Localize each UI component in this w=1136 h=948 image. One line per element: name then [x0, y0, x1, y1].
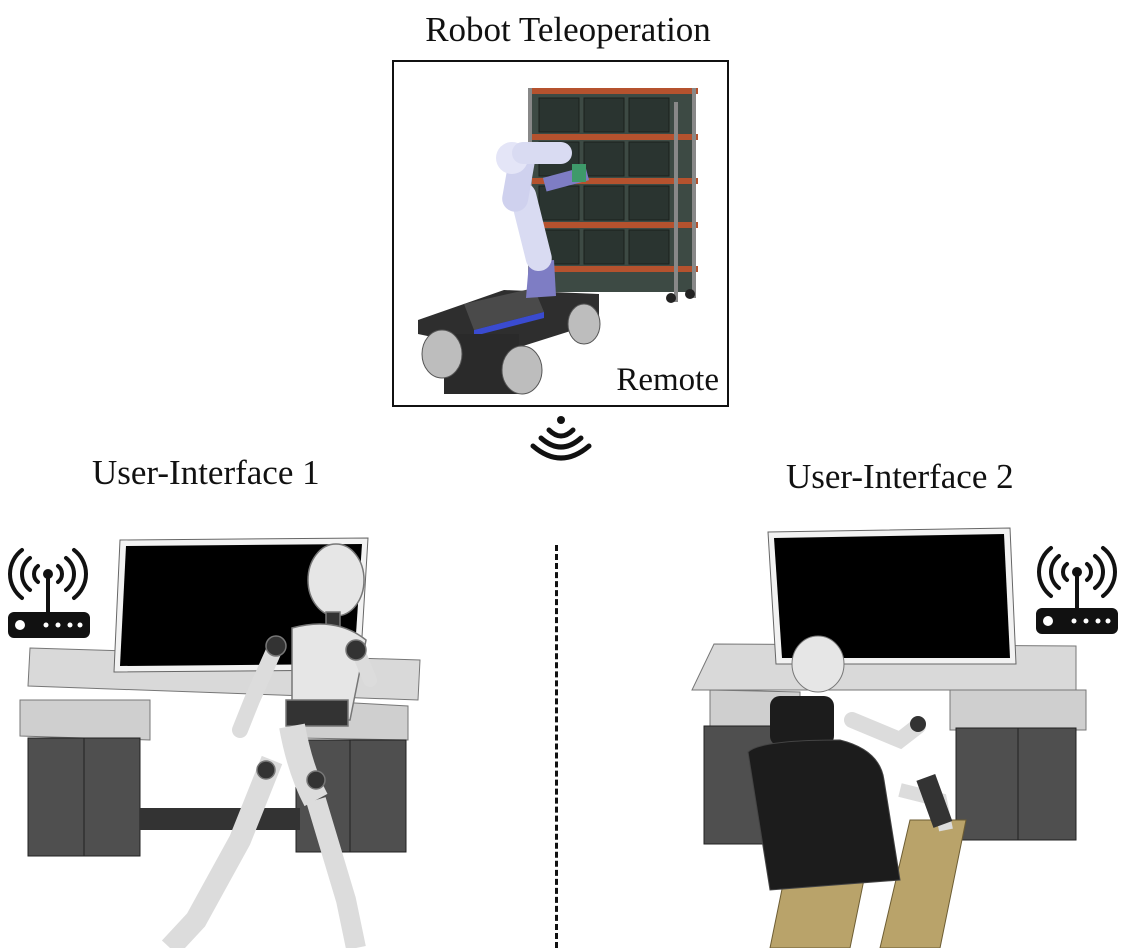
mobile-base: [418, 288, 601, 395]
diagram-title: Robot Teleoperation: [425, 10, 711, 49]
user-interface-2-label: User-Interface 2: [786, 457, 1014, 496]
section-divider: [555, 545, 558, 948]
wifi-router-icon: [8, 548, 90, 638]
robot-arm: [496, 142, 590, 298]
mobile-manipulator-illustration: [418, 88, 698, 395]
remote-robot-panel: Remote: [392, 60, 729, 407]
seated-operator-mannequin: [747, 635, 953, 891]
user-interface-1-label: User-Interface 1: [92, 453, 320, 492]
storage-shelf: [528, 88, 698, 303]
remote-label: Remote: [616, 362, 719, 398]
standing-operator-mannequin: [161, 543, 377, 948]
wifi-router-icon: [1036, 546, 1118, 634]
